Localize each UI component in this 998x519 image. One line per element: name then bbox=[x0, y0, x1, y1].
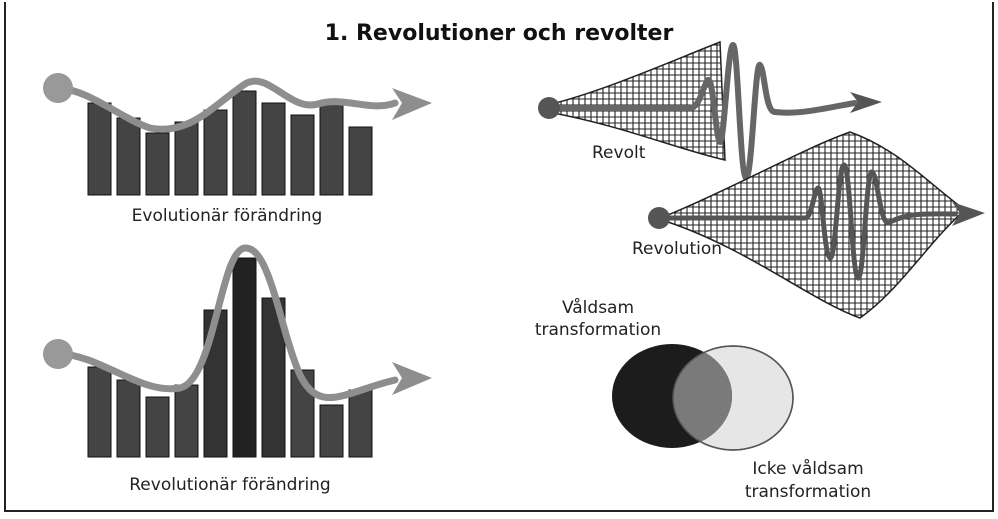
revolt-diagram: Revolt bbox=[538, 40, 882, 182]
start-dot bbox=[43, 73, 73, 103]
bar bbox=[116, 379, 141, 458]
arrowhead-icon bbox=[392, 88, 432, 120]
evolution-trend-curve bbox=[54, 77, 399, 133]
revolution-envelope bbox=[667, 131, 967, 319]
arrowhead-icon bbox=[392, 362, 432, 395]
revolution-diagram: Revolution bbox=[632, 131, 985, 319]
revolution-oscillation bbox=[655, 162, 958, 281]
bar bbox=[319, 102, 344, 196]
bar bbox=[87, 102, 112, 196]
revolution-label: Revolution bbox=[632, 239, 722, 259]
figure-frame bbox=[4, 2, 994, 512]
bar bbox=[145, 396, 170, 458]
evolution-label: Evolutionär förändring bbox=[132, 206, 323, 226]
page-title: 1. Revolutioner och revolter bbox=[325, 21, 674, 46]
bar bbox=[232, 90, 257, 196]
start-dot bbox=[538, 97, 560, 119]
violent-label-line1: Våldsam bbox=[562, 297, 634, 318]
revolt-envelope bbox=[547, 40, 726, 161]
bar bbox=[348, 389, 373, 458]
evolution-diagram: Evolutionär förändring bbox=[43, 73, 432, 226]
bar bbox=[203, 109, 228, 196]
bar bbox=[87, 366, 112, 458]
bar bbox=[174, 121, 199, 196]
arrowhead-icon bbox=[850, 92, 882, 113]
overlap-region bbox=[673, 346, 732, 448]
bar bbox=[319, 404, 344, 458]
revolution-bars bbox=[87, 257, 373, 458]
start-dot bbox=[43, 339, 73, 369]
venn-diagram: Våldsam transformation Icke våldsam tran… bbox=[535, 297, 871, 502]
evolution-bars bbox=[87, 90, 373, 196]
bar bbox=[116, 117, 141, 196]
nonviolent-label-line1: Icke våldsam bbox=[752, 458, 863, 479]
revolution-change-diagram: Revolutionär förändring bbox=[43, 244, 432, 495]
start-dot bbox=[648, 207, 670, 229]
bar bbox=[203, 309, 228, 458]
bar bbox=[174, 384, 199, 458]
bar bbox=[232, 257, 257, 458]
bar bbox=[261, 102, 286, 196]
nonviolent-label-line2: transformation bbox=[745, 482, 871, 502]
revolution-trend-curve bbox=[54, 244, 399, 402]
revolt-label: Revolt bbox=[592, 143, 646, 163]
bar bbox=[290, 114, 315, 196]
revolt-oscillation bbox=[545, 42, 858, 182]
violent-label-line2: transformation bbox=[535, 320, 661, 340]
revolution-change-label: Revolutionär förändring bbox=[129, 475, 330, 495]
arrowhead-icon bbox=[952, 202, 985, 226]
bar bbox=[145, 132, 170, 196]
bar bbox=[348, 126, 373, 196]
